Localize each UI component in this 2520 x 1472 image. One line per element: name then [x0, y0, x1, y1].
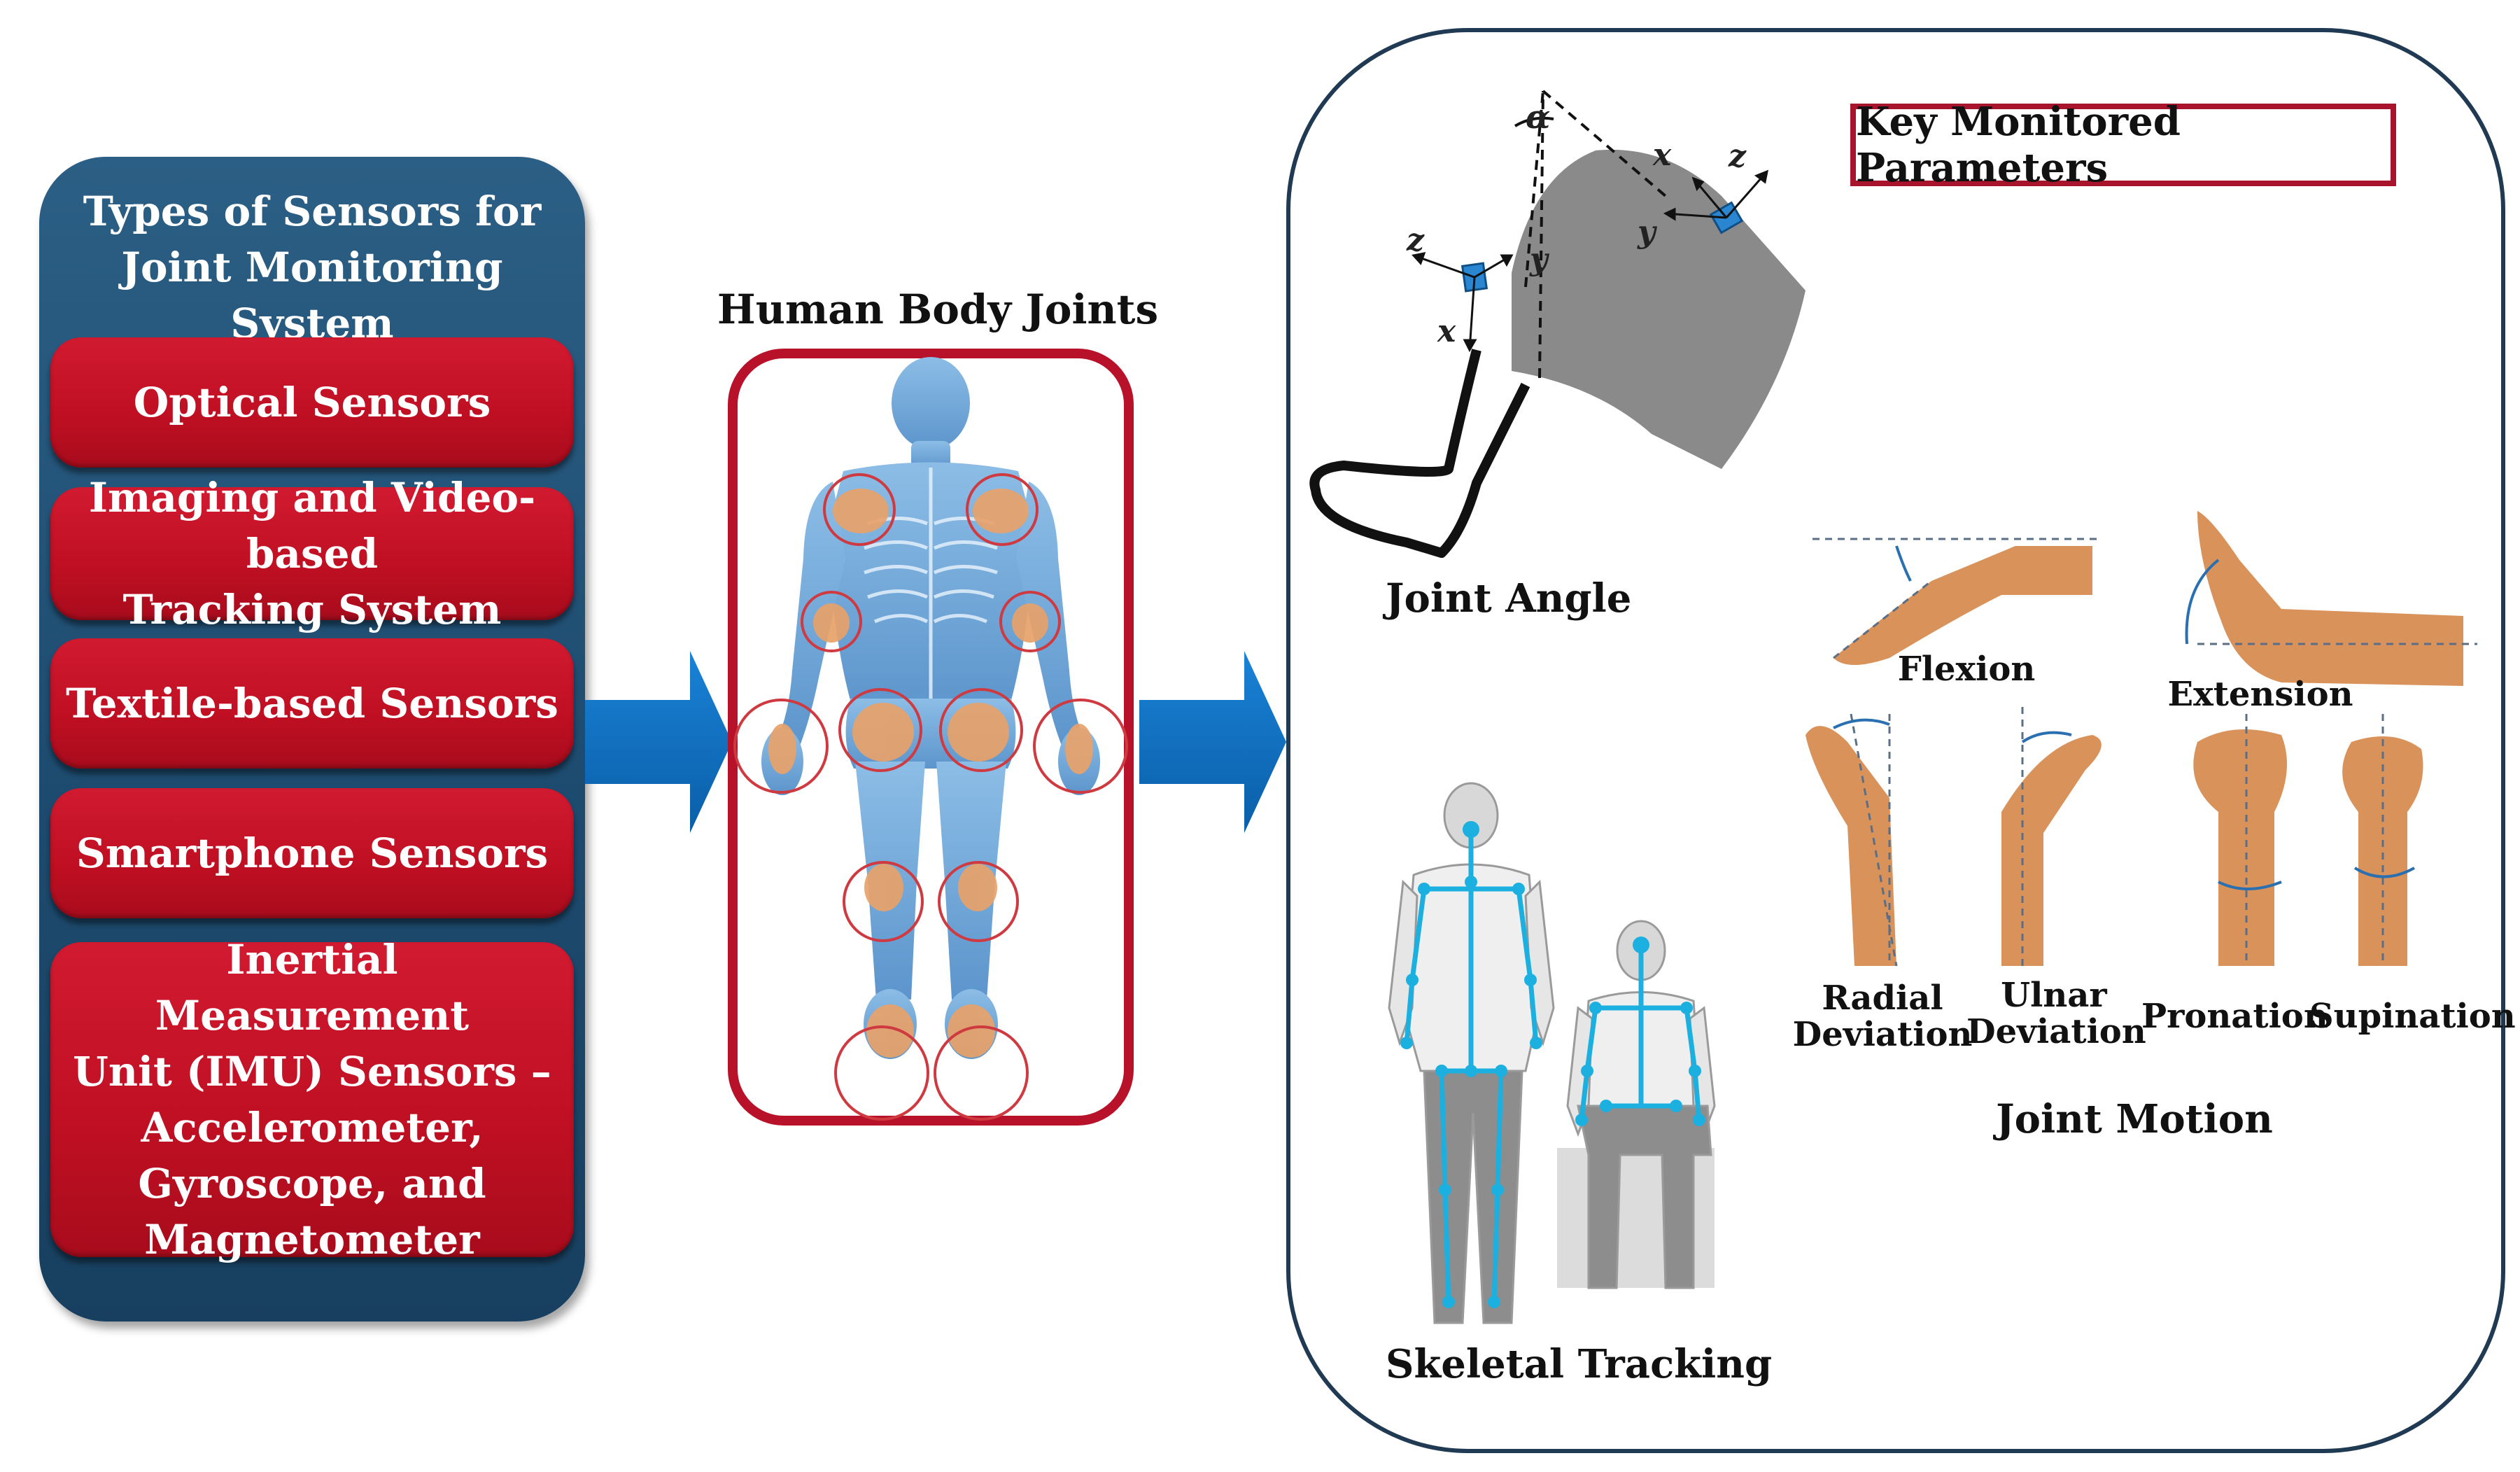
- ulnar-deviation-line2: Deviation: [1966, 1012, 2146, 1051]
- sensor-imaging-video: Imaging and Video-based Tracking System: [50, 474, 574, 633]
- arrow-right-icon: [585, 651, 732, 833]
- axis-z-left-label: z: [1407, 223, 1424, 258]
- axis-y-left-label: y: [1530, 241, 1548, 277]
- extension-label: Extension: [2167, 675, 2353, 714]
- skeletal-tracking-label: Skeletal Tracking: [1386, 1341, 1773, 1387]
- axis-y-right-label: y: [1638, 214, 1656, 250]
- sensor-panel-title-line1: Types of Sensors for: [83, 188, 542, 235]
- sensor-smartphone-label: Smartphone Sensors: [76, 829, 549, 877]
- ulnar-deviation-label: Ulnar Deviation: [1966, 976, 2146, 1051]
- supination-label: Supination: [2309, 997, 2516, 1036]
- joint-motion-label: Joint Motion: [1996, 1096, 2273, 1142]
- body-joints-title: Human Body Joints: [717, 286, 1159, 333]
- sensor-imu-label-line3: Accelerometer,: [141, 1104, 484, 1151]
- joint-angle-label: Joint Angle: [1386, 575, 1632, 622]
- sensor-textile-label: Textile-based Sensors: [66, 680, 558, 727]
- sensor-imaging-label-line1: Imaging and Video-based: [88, 474, 536, 577]
- axis-x-left-label: x: [1437, 314, 1456, 349]
- sensor-optical-label: Optical Sensors: [133, 379, 491, 426]
- sensor-imu-label-line1: Inertial Measurement: [155, 936, 470, 1039]
- sensor-panel-title: Types of Sensors for Joint Monitoring Sy…: [39, 183, 585, 351]
- sensor-textile: Textile-based Sensors: [50, 638, 574, 769]
- sensor-imu-label-line5: Magnetometer: [144, 1216, 480, 1263]
- ulnar-deviation-line1: Ulnar: [2001, 976, 2107, 1015]
- axis-z-right-label: z: [1729, 139, 1746, 174]
- key-parameters-title: Key Monitored Parameters: [1850, 99, 2396, 191]
- flexion-label: Flexion: [1897, 650, 2036, 689]
- axis-x-right-label: x: [1653, 137, 1672, 173]
- joint-motion-illustration: [1805, 511, 2477, 967]
- human-body-illustration: [733, 357, 1128, 1121]
- skeletal-tracking-illustration: [1388, 782, 1716, 1324]
- sensor-optical: Optical Sensors: [50, 337, 574, 468]
- body-joints-frame: [728, 349, 1134, 1126]
- sensor-smartphone: Smartphone Sensors: [50, 788, 574, 918]
- arrow-right-icon: [1139, 651, 1286, 833]
- radial-deviation-line2: Deviation: [1792, 1015, 1973, 1054]
- sensor-imaging-label-line2: Tracking System: [122, 586, 502, 633]
- pronation-label: Pronation: [2141, 997, 2328, 1036]
- sensor-imu-label-line2: Unit (IMU) Sensors –: [73, 1048, 551, 1095]
- sensor-panel-title-line2: Joint Monitoring System: [121, 244, 503, 347]
- sensor-imu: Inertial Measurement Unit (IMU) Sensors …: [50, 936, 574, 1263]
- radial-deviation-line1: Radial: [1822, 979, 1943, 1018]
- angle-alpha-label: α: [1526, 98, 1551, 136]
- radial-deviation-label: Radial Deviation: [1792, 980, 1973, 1053]
- sensor-imu-label-line4: Gyroscope, and: [138, 1160, 486, 1207]
- joint-angle-illustration: [1309, 90, 1805, 558]
